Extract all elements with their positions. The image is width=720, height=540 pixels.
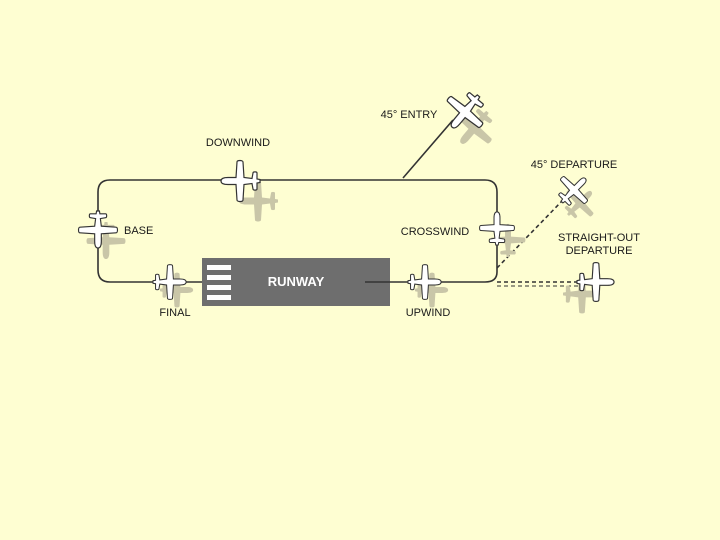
departure-45-aircraft-icon	[549, 165, 604, 228]
downwind-label: DOWNWIND	[206, 137, 270, 149]
departure-45-label: 45° DEPARTURE	[531, 159, 618, 171]
entry-label: 45° ENTRY	[381, 109, 438, 121]
crosswind-aircraft-icon	[479, 211, 526, 257]
base-label: BASE	[124, 225, 153, 237]
final-label: FINAL	[159, 307, 190, 319]
straight-out-label-line1: STRAIGHT-OUT	[558, 232, 640, 244]
downwind-aircraft-icon	[220, 159, 278, 222]
runway-label: RUNWAY	[268, 274, 325, 289]
crosswind-label: CROSSWIND	[401, 226, 470, 238]
upwind-label: UPWIND	[406, 307, 451, 319]
entry-aircraft-icon	[435, 81, 504, 158]
threshold-stripe	[207, 275, 231, 280]
base-aircraft-icon	[77, 210, 126, 260]
threshold-stripe	[207, 265, 231, 270]
straight-out-label-line2: DEPARTURE	[566, 245, 633, 257]
threshold-stripe	[207, 285, 231, 290]
straight-out-aircraft-icon	[563, 261, 615, 314]
threshold-stripe	[207, 295, 231, 300]
runway: RUNWAY	[202, 258, 390, 306]
pattern-track	[97, 179, 498, 283]
final-aircraft-icon	[152, 264, 194, 308]
upwind-aircraft-icon	[407, 264, 449, 308]
entry-leg-line	[402, 119, 454, 179]
